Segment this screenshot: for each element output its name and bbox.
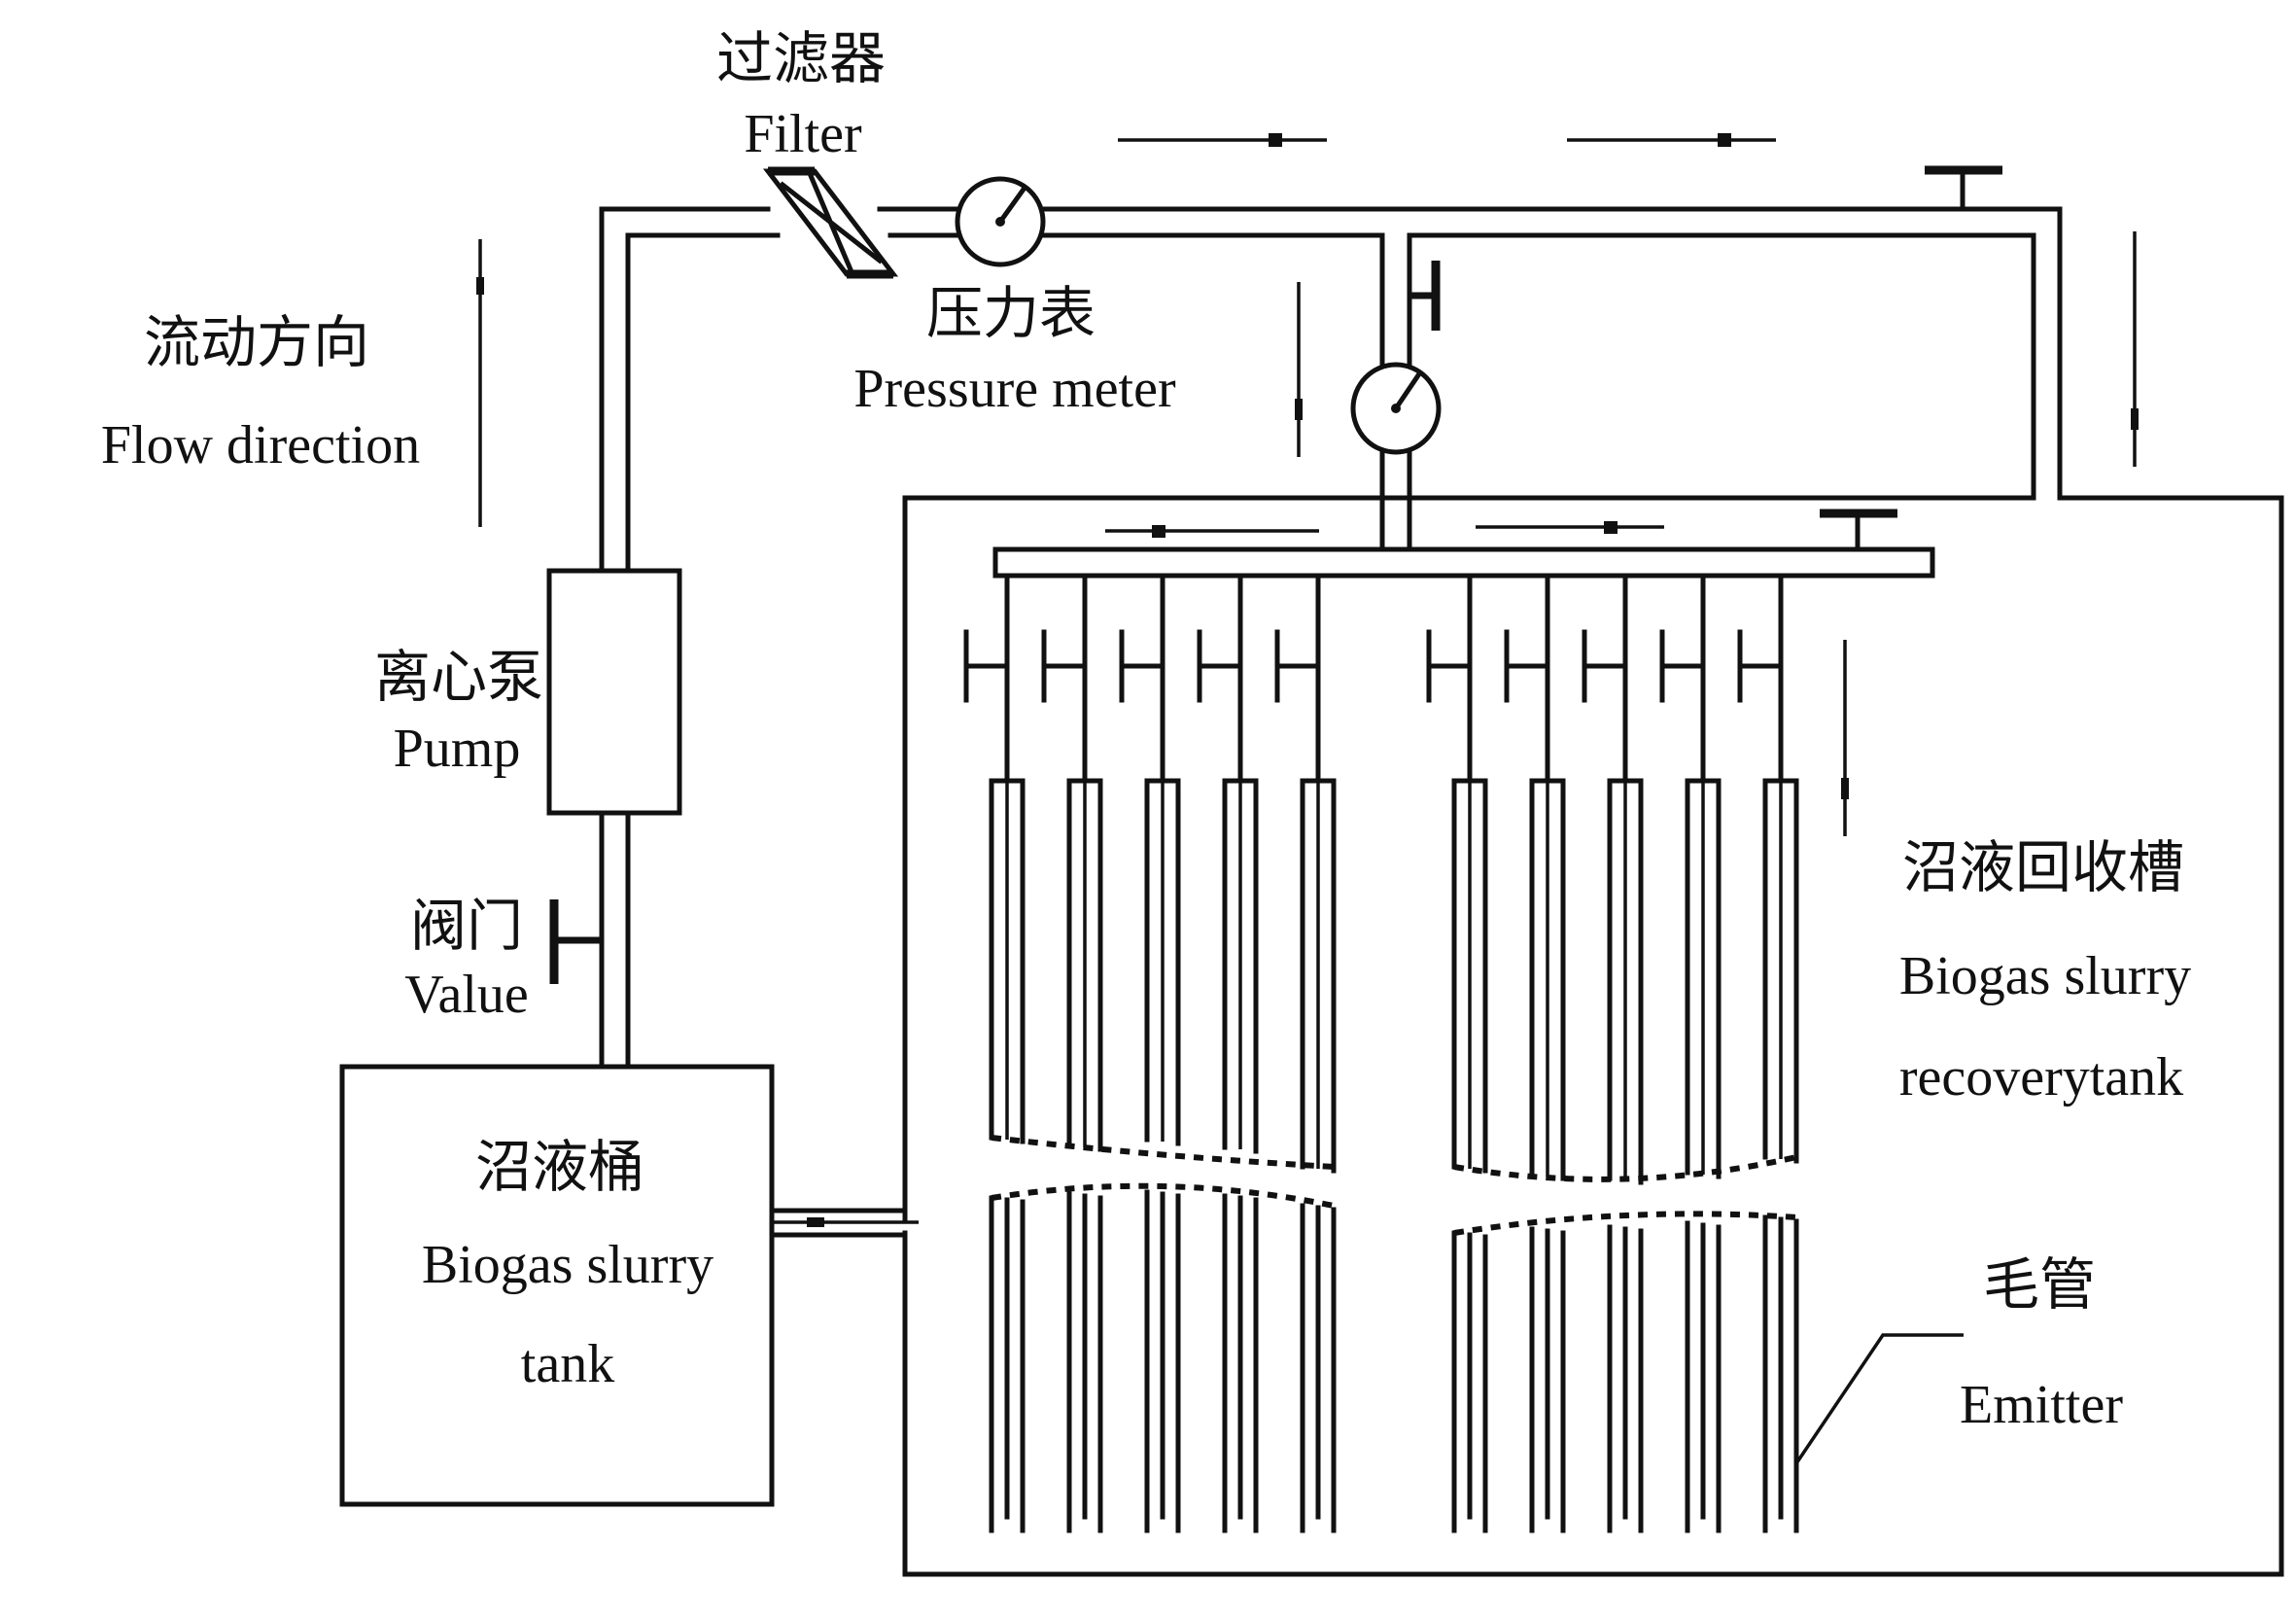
recovery-tank-label-zh: 沼液回收槽 (1902, 836, 2184, 899)
pump-label-zh: 离心泵 (374, 646, 543, 709)
flow-arrow-right-icon (1567, 133, 1776, 147)
filter-label-en: Filter (744, 104, 862, 164)
manifold-tee-valve-icon (1820, 509, 1897, 552)
filter-label-zh: 过滤器 (716, 27, 886, 90)
pressure-gauge-icon (955, 176, 1046, 267)
emitter-tube-lower (1685, 1220, 1722, 1533)
pressure-gauge-branch-icon (1350, 362, 1442, 455)
tube-break-line (991, 1182, 1335, 1209)
emitter-tube-lower (1451, 1230, 1488, 1533)
manifold-pipe (992, 546, 1935, 579)
top-tee-valve-icon (1925, 165, 2002, 212)
emitter-tube-lower (1529, 1226, 1566, 1533)
slurry-tank-label-zh: 沼液桶 (475, 1136, 644, 1199)
emitter-tube-lower (989, 1195, 1026, 1533)
emitter-label-en: Emitter (1960, 1375, 2123, 1435)
flow-arrows (476, 133, 2139, 836)
flow-arrow-down-icon (1841, 640, 1849, 836)
recovery-tank-label-en-1: Biogas slurry (1899, 946, 2191, 1006)
pressure-meter-label-en: Pressure meter (853, 359, 1176, 419)
emitter-tube-lower (1144, 1189, 1181, 1533)
emitter-tube-lower (1222, 1193, 1259, 1533)
filter-icon (762, 166, 899, 279)
pump-box (546, 568, 682, 816)
flow-arrow-down-icon (2131, 231, 2139, 467)
supply-valve-icon (549, 899, 602, 984)
emitter-array (963, 573, 1799, 1533)
tube-break-line (991, 1135, 1335, 1170)
slurry-tank-label-en-2: tank (521, 1334, 614, 1394)
emitter-tube-lower (1762, 1214, 1799, 1533)
flow-direction-label-zh: 流动方向 (144, 311, 369, 374)
emitter-leader-line (1794, 1333, 1964, 1464)
pressure-meter-label-zh: 压力表 (926, 282, 1096, 345)
valve-label-en: Value (404, 965, 529, 1025)
valve-label-zh: 阀门 (410, 895, 523, 958)
flow-arrow-up-icon (476, 239, 484, 527)
tube-break-line (1453, 1154, 1797, 1182)
recovery-tank-outline (902, 495, 2284, 1577)
flow-arrow-down-icon (1295, 282, 1303, 457)
supply-pipe (599, 206, 2063, 1070)
emitter-label-zh: 毛管 (1983, 1253, 2096, 1317)
pump-label-en: Pump (394, 719, 521, 779)
flow-direction-label-en: Flow direction (101, 415, 420, 475)
emitter-tube-lower (1607, 1224, 1644, 1533)
slurry-tank-label-en-1: Biogas slurry (422, 1235, 713, 1295)
flow-arrow-left-icon (1105, 525, 1319, 538)
slurry-tank-box (339, 1064, 775, 1507)
return-pipe (769, 1208, 919, 1238)
emitter-tube-lower (1300, 1203, 1337, 1533)
emitter-tube-lower (1066, 1191, 1103, 1533)
branch-valve-icon (1409, 261, 1441, 331)
recovery-tank-label-en-2: recoverytank (1899, 1047, 2183, 1108)
flow-arrow-right-icon (1118, 133, 1327, 147)
flow-arrow-right-icon (1476, 521, 1664, 534)
tube-break-line (1453, 1211, 1797, 1236)
